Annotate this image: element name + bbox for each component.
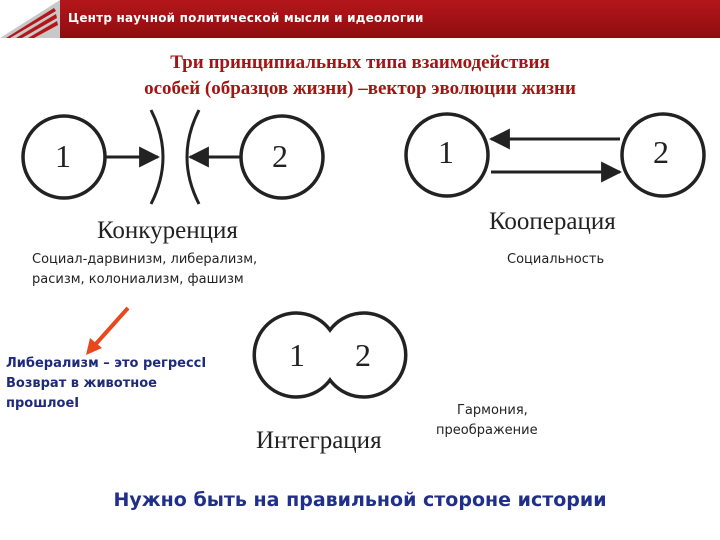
logo-icon (0, 0, 60, 38)
cooperation-node-1-label: 1 (438, 134, 454, 170)
callout-arrow-head (86, 338, 102, 355)
integration-label: Интеграция (256, 427, 382, 454)
integration-node-1-label: 1 (289, 337, 305, 373)
competition-examples-line1: Социал-дарвинизм, либерализм, (32, 252, 258, 267)
cooperation-node-2-label: 2 (653, 134, 669, 170)
slide-title-line1: Три принципиальных типа взаимодействия (170, 52, 550, 73)
competition-node-2-label: 2 (272, 138, 288, 174)
liberalism-note-line1: Либерализм – это регрессI (6, 356, 207, 371)
competition-label: Конкуренция (97, 217, 238, 244)
competition-node-1-label: 1 (55, 138, 71, 174)
integration-node-2-label: 2 (355, 337, 371, 373)
logo (0, 0, 60, 38)
slide-title-line2: особей (образцов жизни) –вектор эволюции… (144, 78, 576, 99)
header-bar: Центр научной политической мысли и идеол… (0, 0, 720, 38)
liberalism-note-line2: Возврат в животное (6, 376, 157, 391)
cooperation-label: Кооперация (489, 208, 616, 235)
competition-node-2 (239, 114, 325, 200)
callout-arrow (92, 306, 130, 348)
competition-cross (149, 109, 201, 205)
cooperation-node-2 (620, 112, 706, 198)
footer-statement: Нужно быть на правильной стороне истории (113, 489, 607, 511)
integration-shape (252, 311, 408, 399)
cooperation-node-1 (404, 112, 490, 198)
liberalism-note-line3: прошлоеI (6, 396, 80, 411)
competition-node-1 (21, 114, 107, 200)
integration-note-line1: Гармония, (457, 403, 528, 418)
header-title: Центр научной политической мысли и идеол… (68, 11, 424, 25)
competition-examples-line2: расизм, колониализм, фашизм (32, 272, 244, 287)
integration-note-line2: преображение (436, 423, 538, 438)
cooperation-note: Социальность (507, 252, 605, 267)
